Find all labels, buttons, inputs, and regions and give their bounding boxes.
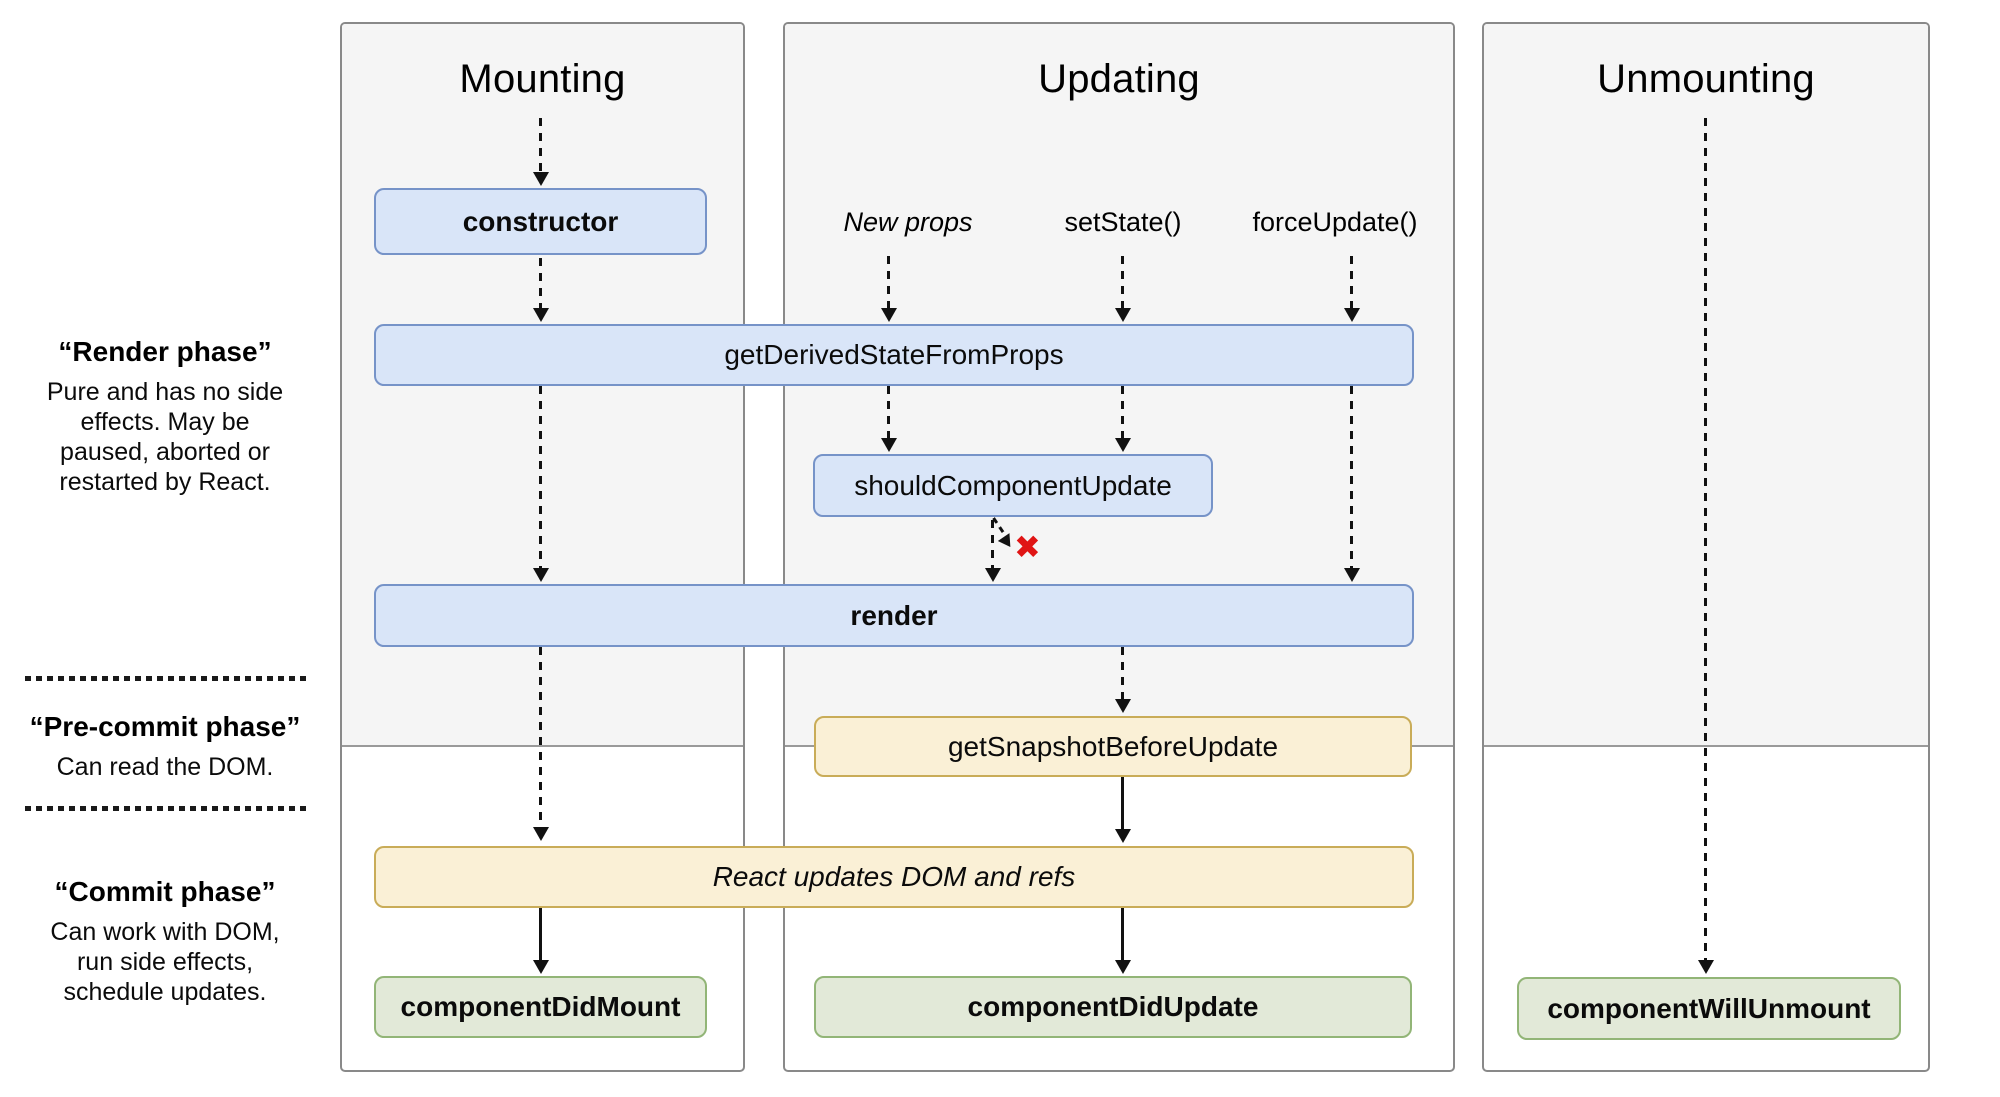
lifecycle-box-componentdidupdate[interactable]: componentDidUpdate <box>814 976 1412 1038</box>
arrowhead <box>1115 829 1131 843</box>
arrowhead <box>881 308 897 322</box>
arrow-unmounting-to-willunmount <box>1704 118 1707 960</box>
arrow-getderivedstate-to-render-mounting <box>539 386 542 568</box>
arrowhead <box>1115 308 1131 322</box>
commit-phase-label: “Commit phase” Can work with DOM, run si… <box>20 876 310 1007</box>
arrow-getderivedstate-to-render-forceupdate <box>1350 386 1353 568</box>
pre-commit-phase-label: “Pre-commit phase” Can read the DOM. <box>20 711 310 782</box>
commit-phase-text: Can work with DOM, <box>50 918 280 946</box>
new-props-label: New props <box>843 207 973 237</box>
render-phase-text: paused, aborted or <box>60 438 270 466</box>
arrow-getsnapshot-to-reactupdates <box>1121 777 1124 829</box>
arrowhead <box>533 960 549 974</box>
arrow-render-to-getsnapshot <box>1121 647 1124 699</box>
arrowhead <box>533 827 549 841</box>
pre-commit-phase-title: “Pre-commit phase” <box>29 711 301 742</box>
arrow-shouldupdate-to-render <box>991 520 994 568</box>
lifecycle-box-render[interactable]: render <box>374 584 1414 647</box>
commit-phase-text: schedule updates. <box>63 978 267 1006</box>
unmounting-header: Unmounting <box>1597 57 1815 101</box>
lifecycle-box-getsnapshotbeforeupdate[interactable]: getSnapshotBeforeUpdate <box>814 716 1412 777</box>
render-phase-text: restarted by React. <box>59 468 271 496</box>
lifecycle-box-componentdidmount[interactable]: componentDidMount <box>374 976 707 1038</box>
render-phase-title: “Render phase” <box>58 336 272 367</box>
arrowhead <box>1344 568 1360 582</box>
arrow-reactupdates-to-didupdate <box>1121 908 1124 960</box>
arrow-render-to-reactupdates-mounting <box>539 647 542 827</box>
arrow-getderivedstate-to-shouldupdate-right <box>1121 386 1124 438</box>
lifecycle-box-getderivedstatefromprops[interactable]: getDerivedStateFromProps <box>374 324 1414 386</box>
arrowhead <box>533 172 549 186</box>
arrowhead <box>1344 308 1360 322</box>
react-updates-dom-box: React updates DOM and refs <box>374 846 1414 908</box>
pre-commit-phase-text: Can read the DOM. <box>56 753 274 781</box>
arrowhead <box>1115 438 1131 452</box>
render-phase-text: Pure and has no side <box>46 378 284 406</box>
phase-divider <box>25 806 307 811</box>
arrowhead <box>1115 960 1131 974</box>
lifecycle-box-shouldcomponentupdate[interactable]: shouldComponentUpdate <box>813 454 1213 517</box>
updating-panel: Updating <box>783 22 1455 1072</box>
lifecycle-box-componentwillunmount[interactable]: componentWillUnmount <box>1517 977 1901 1040</box>
arrowhead <box>533 568 549 582</box>
arrow-getderivedstate-to-shouldupdate-left <box>887 386 890 438</box>
cancel-x-icon: ✖ <box>1014 529 1041 565</box>
force-update-label: forceUpdate() <box>1252 207 1418 237</box>
commit-phase-text: run side effects, <box>76 948 254 976</box>
render-phase-text: effects. May be <box>80 408 250 436</box>
render-phase-label: “Render phase” Pure and has no side effe… <box>20 336 310 497</box>
arrow-setstate-to-getderivedstate <box>1121 256 1124 308</box>
arrowhead <box>881 438 897 452</box>
arrow-constructor-to-getderivedstate <box>539 258 542 308</box>
updating-header: Updating <box>1038 57 1200 101</box>
arrow-header-to-constructor <box>539 118 542 172</box>
arrowhead <box>1698 960 1714 974</box>
arrowhead <box>533 308 549 322</box>
mounting-header: Mounting <box>459 57 626 101</box>
arrow-reactupdates-to-didmount <box>539 908 542 960</box>
set-state-label: setState() <box>1064 207 1182 237</box>
commit-phase-title: “Commit phase” <box>54 876 276 907</box>
arrowhead <box>985 568 1001 582</box>
arrowhead <box>1115 699 1131 713</box>
arrow-forceupdate-to-getderivedstate <box>1350 256 1353 308</box>
lifecycle-box-constructor[interactable]: constructor <box>374 188 707 255</box>
arrow-newprops-to-getderivedstate <box>887 256 890 308</box>
phase-divider <box>25 676 307 681</box>
